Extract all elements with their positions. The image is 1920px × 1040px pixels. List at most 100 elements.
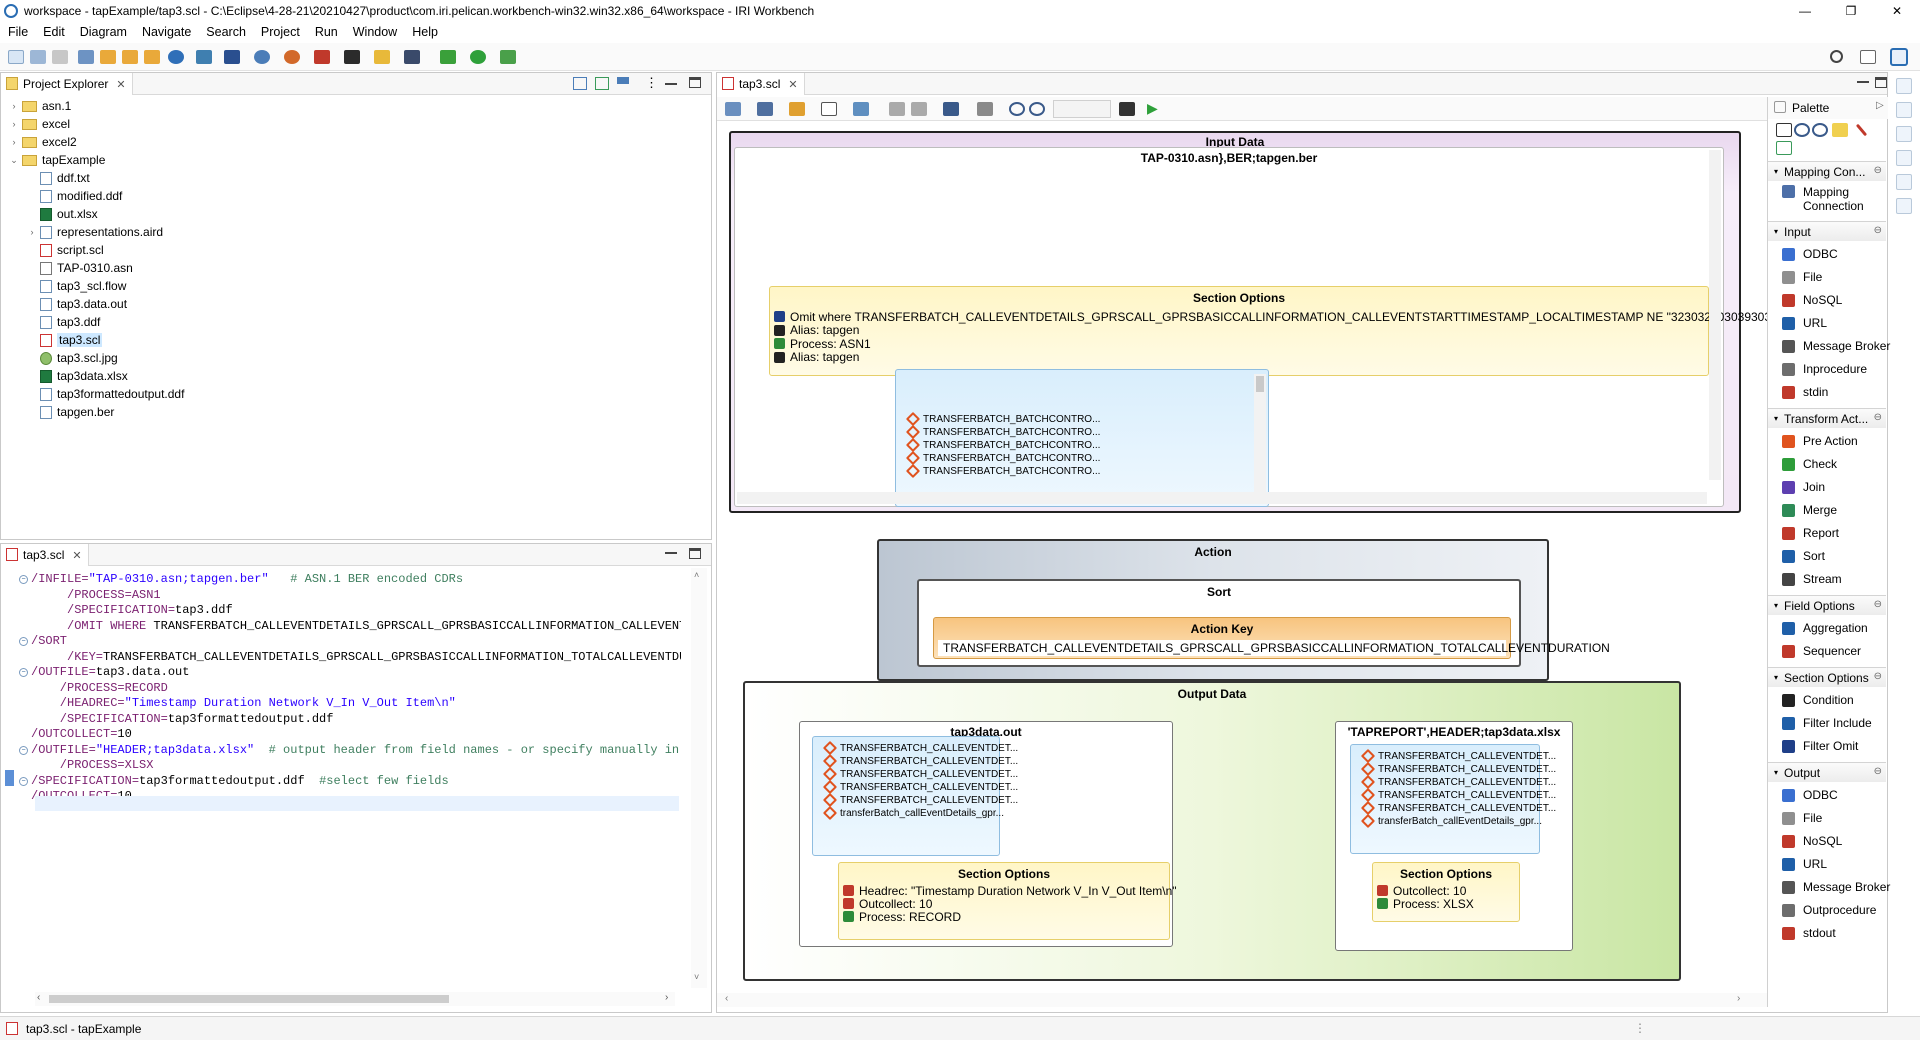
tree-item[interactable]: TAP-0310.asn	[27, 259, 133, 277]
output-file2-fields[interactable]: TRANSFERBATCH_CALLEVENTDET...TRANSFERBAT…	[1350, 744, 1556, 854]
run-icon[interactable]	[470, 50, 486, 64]
run-external-icon[interactable]	[500, 50, 516, 64]
field-item[interactable]: TRANSFERBATCH_CALLEVENTDET...	[822, 779, 1018, 795]
properties-view-icon[interactable]	[1896, 126, 1912, 142]
console-icon[interactable]	[78, 50, 94, 64]
db-icon[interactable]	[254, 50, 270, 64]
palette-section-header[interactable]: ▾Transform Act...⊖	[1768, 408, 1886, 428]
zoom-out-icon[interactable]	[1029, 102, 1045, 116]
input-file-node[interactable]: TAP-0310.asn},BER;tapgen.ber Section Opt…	[734, 147, 1862, 507]
palette-item[interactable]: NoSQL	[1782, 830, 1842, 852]
palette-item[interactable]: ODBC	[1782, 784, 1838, 806]
field-item[interactable]: TRANSFERBATCH_CALLEVENTDET...	[822, 753, 1018, 769]
globe-icon[interactable]	[168, 50, 184, 64]
section-option[interactable]: Process: XLSX	[1377, 896, 1474, 911]
zoom-in-icon[interactable]	[1009, 102, 1025, 116]
fold-toggle-icon[interactable]: −	[19, 637, 28, 646]
data-icon[interactable]	[284, 50, 300, 64]
run-icon[interactable]: ▶	[1147, 100, 1158, 116]
fold-toggle-icon[interactable]: −	[19, 745, 28, 755]
progress-view-icon[interactable]	[1896, 174, 1912, 190]
copy-format-icon[interactable]	[977, 102, 993, 116]
input-node-hscrollbar[interactable]	[737, 492, 1707, 504]
field-item[interactable]: TRANSFERBATCH_CALLEVENTDET...	[1360, 787, 1556, 803]
input-fields-list[interactable]: TRANSFERBATCH_BATCHCONTRO... TRANSFERBATC…	[895, 369, 1269, 507]
wand-icon[interactable]	[224, 50, 240, 64]
select-all-icon[interactable]	[757, 102, 773, 116]
section-option[interactable]: Process: RECORD	[843, 909, 961, 924]
link-editor-icon[interactable]	[595, 77, 609, 90]
zoom-combo[interactable]	[1053, 100, 1111, 118]
tool-icon[interactable]	[344, 50, 360, 64]
iri-perspective-icon[interactable]	[1890, 48, 1908, 66]
scroll-down-icon[interactable]: ˅	[694, 972, 700, 982]
scroll-thumb[interactable]	[49, 995, 449, 1003]
fold-toggle-icon[interactable]: −	[19, 575, 28, 584]
palette-section-header[interactable]: ▾Mapping Con...⊖	[1768, 161, 1886, 181]
field-item[interactable]: TRANSFERBATCH_CALLEVENTDET...	[1360, 761, 1556, 777]
pin-icon[interactable]: ⊖	[1873, 599, 1882, 610]
field-item[interactable]: transferBatch_callEventDetails_gpr...	[822, 805, 1004, 821]
job-icon[interactable]	[314, 50, 330, 64]
mask-icon[interactable]	[404, 50, 420, 64]
field-item[interactable]: TRANSFERBATCH_CALLEVENTDET...	[1360, 774, 1556, 790]
menu-item-run[interactable]: Run	[314, 25, 338, 39]
open-file-icon[interactable]	[144, 50, 160, 64]
zoom-in-tool-icon[interactable]	[1794, 123, 1810, 137]
field-item[interactable]: TRANSFERBATCH_BATCHCONTRO...	[905, 437, 1100, 453]
palette-item[interactable]: Filter Omit	[1782, 735, 1858, 757]
pin-icon[interactable]: ⊖	[1873, 165, 1882, 176]
console-view-icon[interactable]	[1896, 102, 1912, 118]
palette-item[interactable]: NoSQL	[1782, 289, 1842, 311]
field-item[interactable]: TRANSFERBATCH_CALLEVENTDET...	[822, 766, 1018, 782]
filter-icon[interactable]	[853, 102, 869, 116]
palette-item[interactable]: Outprocedure	[1782, 899, 1876, 921]
collapse-all-icon[interactable]	[573, 77, 587, 90]
run-wizard-icon[interactable]	[196, 50, 212, 64]
tree-item[interactable]: tap3data.xlsx	[27, 367, 128, 385]
twisty-icon[interactable]: ⌄	[10, 154, 18, 165]
section-option[interactable]: Process: ASN1	[774, 336, 871, 351]
palette-item[interactable]: Report	[1782, 522, 1839, 544]
menu-item-window[interactable]: Window	[352, 25, 398, 39]
pin-icon[interactable]: ⊖	[1873, 671, 1882, 682]
twisty-icon[interactable]: ›	[12, 137, 16, 147]
tree-item[interactable]: tapgen.ber	[27, 403, 114, 421]
action-block[interactable]: Action Sort Action Key TRANSFERBATCH_CAL…	[877, 539, 1610, 681]
maximize-view-icon[interactable]	[1875, 77, 1887, 88]
palette-item[interactable]: Message Broker	[1782, 335, 1890, 357]
output-data-block[interactable]: Output Data tap3data.out TRANSFERBATCH_C…	[743, 681, 1681, 981]
tree-item[interactable]: tap3.data.out	[27, 295, 127, 313]
palette-section-header[interactable]: ▾Output⊖	[1768, 762, 1886, 782]
tab-project-explorer[interactable]: Project Explorer ✕	[1, 73, 133, 95]
field-item[interactable]: TRANSFERBATCH_CALLEVENTDET...	[822, 740, 1018, 756]
pin-icon[interactable]: ⊖	[1873, 412, 1882, 423]
palette-item[interactable]: Aggregation	[1782, 617, 1868, 639]
fold-toggle-icon[interactable]: −	[19, 668, 28, 677]
palette-item[interactable]: Filter Include	[1782, 712, 1872, 734]
palette-item[interactable]: Sequencer	[1782, 640, 1861, 662]
output-file-tap3data-xlsx[interactable]: 'TAPREPORT',HEADER;tap3data.xlsx TRANSFE…	[1335, 721, 1573, 951]
save-icon[interactable]	[30, 50, 46, 64]
palette-section-header[interactable]: ▾Section Options⊖	[1768, 667, 1886, 687]
scroll-left-icon[interactable]: ‹	[37, 992, 41, 1003]
field-item[interactable]: TRANSFERBATCH_BATCHCONTRO...	[905, 411, 1100, 427]
scroll-up-icon[interactable]: ˄	[694, 570, 700, 580]
tree-item[interactable]: ›excel2	[9, 133, 77, 151]
palette-item[interactable]: Join	[1782, 476, 1825, 498]
output-file-tap3data-out[interactable]: tap3data.out TRANSFERBATCH_CALLEVENTDET.…	[799, 721, 1177, 947]
code-area[interactable]: −/INFILE="TAP-0310.asn;tapgen.ber" # ASN…	[1, 568, 681, 988]
minimize-view-icon[interactable]	[665, 83, 677, 85]
view-menu-icon[interactable]: ⋮	[645, 75, 658, 90]
minimize-button[interactable]: —	[1799, 4, 1811, 18]
pin-icon[interactable]: ⊖	[1873, 766, 1882, 777]
maximize-view-icon[interactable]	[689, 77, 701, 88]
scroll-right-icon[interactable]: ›	[1737, 993, 1741, 1004]
scroll-left-icon[interactable]: ‹	[725, 993, 729, 1004]
action-key-field[interactable]: TRANSFERBATCH_CALLEVENTDETAILS_GPRSCALL_…	[938, 640, 1610, 656]
close-icon[interactable]: ✕	[788, 78, 798, 91]
menu-item-help[interactable]: Help	[412, 25, 438, 39]
fold-toggle-icon[interactable]: −	[19, 776, 28, 786]
maximize-view-icon[interactable]	[689, 548, 701, 559]
